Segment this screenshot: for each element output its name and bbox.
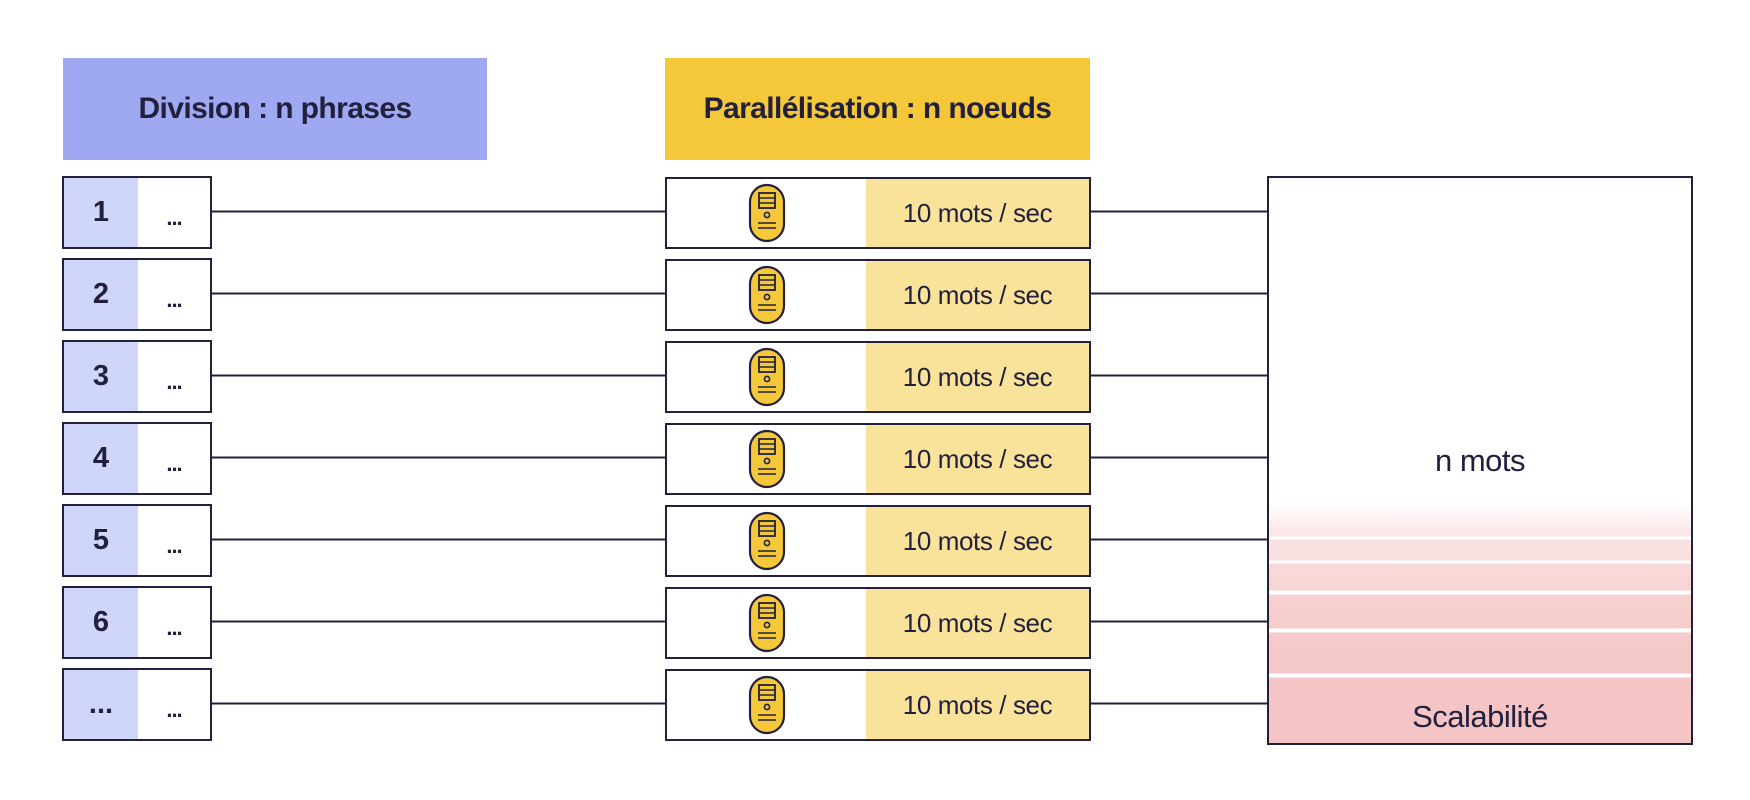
segment-index: 5 xyxy=(64,506,138,575)
segment-content: ... xyxy=(166,204,182,230)
node-rate: 10 mots / sec xyxy=(866,671,1089,739)
segment-row: ...... xyxy=(62,668,212,741)
node-row: 10 mots / sec xyxy=(665,587,1091,659)
segment-row: 6... xyxy=(62,586,212,659)
server-icon xyxy=(667,507,866,575)
node-rate: 10 mots / sec xyxy=(866,589,1089,657)
result-box: n mots Scalabilité xyxy=(1267,176,1693,745)
server-icon xyxy=(667,261,866,329)
node-rate: 10 mots / sec xyxy=(866,343,1089,411)
segment-index: 6 xyxy=(64,588,138,657)
node-row: 10 mots / sec xyxy=(665,505,1091,577)
segment-content: ... xyxy=(166,532,182,558)
node-rate: 10 mots / sec xyxy=(866,507,1089,575)
segment-index: 4 xyxy=(64,424,138,493)
node-row: 10 mots / sec xyxy=(665,669,1091,741)
segment-content: ... xyxy=(166,286,182,312)
segment-content: ... xyxy=(166,450,182,476)
segment-content: ... xyxy=(166,614,182,640)
server-icon xyxy=(667,671,866,739)
node-row: 10 mots / sec xyxy=(665,423,1091,495)
node-rate: 10 mots / sec xyxy=(866,261,1089,329)
server-icon xyxy=(667,343,866,411)
server-icon xyxy=(667,589,866,657)
parallelisation-header-label: Parallélisation : n noeuds xyxy=(703,92,1052,125)
division-header: Division : n phrases xyxy=(63,58,487,160)
segment-row: 2... xyxy=(62,258,212,331)
segment-index: ... xyxy=(64,670,138,739)
segment-index: 1 xyxy=(64,178,138,247)
segment-content: ... xyxy=(166,696,182,722)
node-row: 10 mots / sec xyxy=(665,177,1091,249)
segment-index: 2 xyxy=(64,260,138,329)
parallelisation-header: Parallélisation : n noeuds xyxy=(665,58,1090,160)
result-label: n mots xyxy=(1434,443,1526,478)
division-header-label: Division : n phrases xyxy=(138,92,412,125)
scalability-label: Scalabilité xyxy=(1412,699,1548,734)
node-row: 10 mots / sec xyxy=(665,259,1091,331)
scalability-gradient xyxy=(1269,503,1691,743)
segment-index: 3 xyxy=(64,342,138,411)
segment-row: 5... xyxy=(62,504,212,577)
node-row: 10 mots / sec xyxy=(665,341,1091,413)
server-icon xyxy=(667,179,866,247)
segment-row: 4... xyxy=(62,422,212,495)
node-rate: 10 mots / sec xyxy=(866,179,1089,247)
node-rate: 10 mots / sec xyxy=(866,425,1089,493)
server-icon xyxy=(667,425,866,493)
segment-row: 1... xyxy=(62,176,212,249)
segment-content: ... xyxy=(166,368,182,394)
segment-row: 3... xyxy=(62,340,212,413)
